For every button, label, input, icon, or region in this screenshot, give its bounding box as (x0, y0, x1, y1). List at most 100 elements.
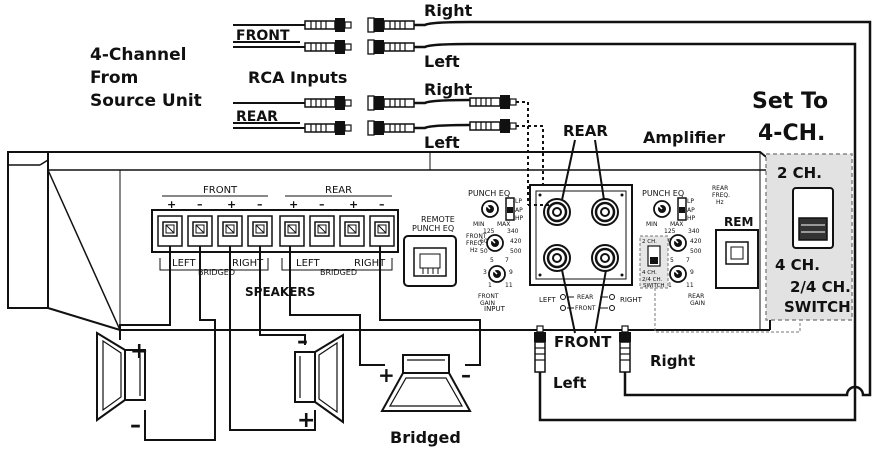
front-freq-tick: 500 (510, 248, 522, 255)
switch-2ch-label: 2 CH. (777, 164, 822, 182)
rear-freq-tick: 500 (690, 248, 702, 255)
rear-max-label: MAX (670, 221, 683, 228)
rca-jack-panel (529, 184, 633, 286)
terminal-sign-2: – (197, 198, 203, 211)
front-gain-label: FRONT (478, 293, 499, 300)
front-freq-label: Hz (470, 247, 478, 254)
rear-hp-label: HP (687, 215, 696, 222)
rear-gain-tick: 7 (686, 257, 690, 264)
front-rca-left-label: Left (553, 374, 586, 392)
front-freq-label: FRONT (466, 233, 487, 240)
rear-freq-label: FREQ. (712, 192, 730, 199)
front-freq-tick: 50 (480, 248, 488, 255)
speakers-label: SPEAKERS (245, 285, 315, 299)
rear-freq-label: Hz (716, 199, 724, 206)
input-label: INPUT (484, 305, 506, 313)
bridged-speaker (380, 354, 472, 412)
front-freq-tick: 60 (480, 238, 488, 245)
rear-gain-tick: 5 (670, 257, 674, 264)
rear-freq-tick: 125 (664, 228, 676, 235)
switch-4ch-label: 4 CH. (775, 256, 820, 274)
terminal-sign-3: + (227, 198, 236, 211)
source-label-line2: From (90, 68, 138, 88)
front-gain-tick: 11 (505, 282, 513, 289)
terminal-sign-7: + (349, 198, 358, 211)
front-ap-label: AP (515, 207, 523, 214)
front-right-tag: RIGHT (232, 258, 264, 269)
rear-lp-label: LP (687, 198, 694, 205)
front-left-jack (542, 243, 572, 273)
terminal-front-label: FRONT (203, 185, 238, 196)
rear-jack-label: REAR (563, 122, 608, 140)
amplifier-title: Amplifier (643, 128, 725, 147)
mini-switch-label: 2 CH. (642, 239, 657, 245)
bridged-label: Bridged (390, 428, 461, 447)
front-max-label: MAX (497, 221, 510, 228)
rear-gain-tick: 1 (668, 282, 672, 289)
rear-gain-tick: 9 (690, 269, 694, 276)
front-left-plus: + (130, 339, 148, 364)
rear-gain-tick: 11 (686, 282, 694, 289)
rear-bridged-tag: BRIDGED (320, 268, 357, 277)
mini-switch-label: 2/4 CH. (642, 277, 662, 283)
rca-inputs-label: RCA Inputs (248, 68, 347, 87)
input-front-small: FRONT (575, 305, 596, 312)
front-gain-knob (488, 265, 506, 283)
front-hp-label: HP (515, 215, 524, 222)
front-right-label: Right (424, 1, 473, 20)
front-gain-tick: 1 (488, 282, 492, 289)
rear-freq-tick: 340 (688, 228, 700, 235)
rear-right-jack (590, 197, 620, 227)
rear-gain-label: REAR (688, 293, 704, 300)
rear-punch-eq-knob (653, 200, 671, 218)
front-freq-knob (486, 234, 504, 252)
front-freq-label: FREQ. (466, 240, 484, 247)
rear-freq-label: REAR (712, 185, 728, 192)
rear-left-label: Left (424, 133, 460, 152)
rear-gain-knob (669, 265, 687, 283)
front-input-label: FRONT (236, 28, 290, 44)
switch-name-line1: 2/4 CH. (790, 278, 851, 296)
rear-left-jack (542, 197, 572, 227)
front-right-speaker (294, 333, 344, 424)
remote-label-line2: PUNCH EQ (412, 224, 454, 233)
front-right-jack (590, 243, 620, 273)
front-jack-label: FRONT (554, 333, 612, 351)
front-bridged-tag: BRIDGED (198, 268, 235, 277)
switch-name-line2: SWITCH (784, 298, 851, 316)
rem-connector (715, 229, 759, 289)
front-freq-tick: 125 (483, 228, 495, 235)
rear-freq-knob (669, 234, 687, 252)
terminal-sign-8: – (379, 198, 385, 211)
front-left-tag: LEFT (172, 258, 196, 269)
front-left-label: Left (424, 52, 460, 71)
input-left-label: LEFT (539, 296, 556, 304)
front-gain-label: GAIN (480, 300, 495, 307)
rear-right-label: Right (424, 80, 473, 99)
terminal-sign-4: – (257, 198, 263, 211)
front-left-rca-plug (533, 325, 547, 373)
input-right-label: RIGHT (620, 296, 643, 304)
front-min-label: MIN (473, 221, 484, 228)
terminal-sign-5: + (289, 198, 298, 211)
terminal-rear-label: REAR (325, 185, 352, 196)
front-left-minus: – (130, 413, 141, 438)
mini-switch-label: SWITCH (643, 283, 665, 289)
front-freq-tick: 340 (507, 228, 519, 235)
front-right-minus: – (297, 329, 308, 354)
mini-switch-label: 4 CH. (642, 270, 657, 276)
front-lp-label: LP (515, 198, 522, 205)
front-gain-tick: 9 (509, 269, 513, 276)
rear-min-label: MIN (646, 221, 657, 228)
front-right-plus: + (297, 408, 315, 433)
source-label-line1: 4-Channel (90, 45, 187, 65)
front-left-speaker (96, 331, 146, 422)
front-gain-tick: 7 (505, 257, 509, 264)
rear-punch-eq-label: PUNCH EQ (642, 189, 684, 198)
rear-gain-label: GAIN (690, 300, 705, 307)
source-label-line3: Source Unit (90, 91, 202, 111)
front-right-rca-plug (618, 325, 632, 373)
front-punch-eq-knob (481, 200, 499, 218)
front-gain-tick: 3 (483, 269, 487, 276)
